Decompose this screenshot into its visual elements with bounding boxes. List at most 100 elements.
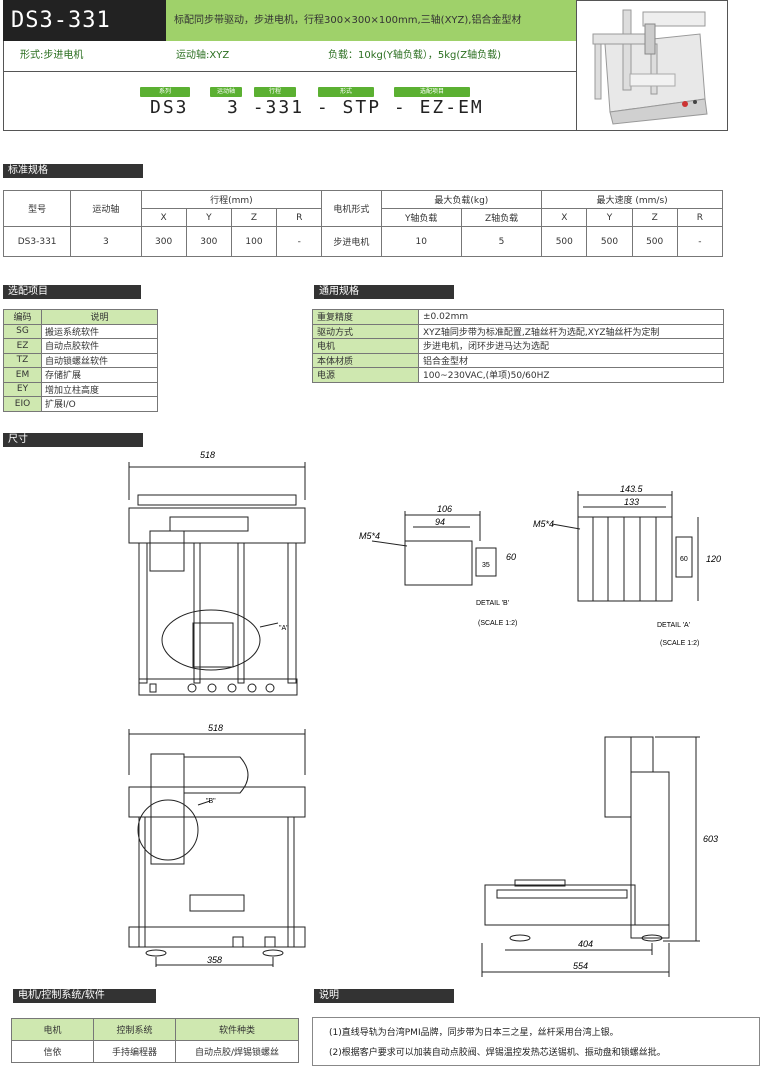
- detail-b-label: DETAIL 'B': [476, 600, 509, 607]
- header-cell: Z: [631, 208, 678, 227]
- header-cell: 控制系统: [93, 1018, 176, 1041]
- option-code: EM: [3, 367, 42, 383]
- table-cell: 信依: [11, 1040, 94, 1063]
- table-cell: 手持编程器: [93, 1040, 176, 1063]
- header-cell: Z轴负载: [460, 208, 543, 227]
- callout-b: "B": [206, 798, 216, 805]
- option-desc: 存储扩展: [41, 367, 158, 383]
- table-cell: 100: [230, 226, 278, 257]
- spec-value: ±0.02mm: [418, 309, 724, 325]
- dim-front-inner: 358: [207, 955, 222, 965]
- tag-stroke: 行程: [254, 87, 296, 97]
- section-title: 选配项目: [3, 285, 141, 299]
- section-title: 标准规格: [3, 164, 143, 178]
- spec-table: 型号 运动轴 行程(mm) 电机形式 最大负载(kg) 最大速度 (mm/s) …: [2, 190, 724, 257]
- header-cell: Y: [185, 208, 232, 227]
- option-code: EY: [3, 381, 42, 397]
- note-line: (2)根据客户要求可以加装自动点胶阀、焊锡温控发热芯送锡机、振动盘和锁螺丝批。: [329, 1048, 666, 1058]
- header-cell: 电机形式: [321, 190, 382, 227]
- header-cell: R: [276, 208, 323, 227]
- option-code: SG: [3, 323, 42, 339]
- header-cell: 行程(mm): [140, 190, 323, 209]
- dim-a-inner: 133: [624, 497, 639, 507]
- dim-b-outer: 106: [437, 504, 452, 514]
- table-cell: 500: [631, 226, 678, 257]
- note-line: (1)直线导轨为台湾PMI品牌，同步带为日本三之星，丝杆采用台湾上银。: [329, 1028, 619, 1038]
- header-cell: 最大负载(kg): [380, 190, 543, 209]
- form-label: 形式:步进电机: [20, 50, 84, 61]
- load-label: 负载：10kg(Y轴负载），5kg(Z轴负载): [328, 50, 502, 61]
- dim-b-h2: 60: [506, 552, 516, 562]
- dim-front-width: 518: [208, 723, 223, 733]
- spec-label: 电机: [312, 338, 419, 354]
- table-cell: 500: [541, 226, 588, 257]
- header-cell: 型号: [2, 190, 72, 227]
- axis-label: 运动轴:XYZ: [176, 50, 230, 61]
- dim-a-h2: 120: [706, 554, 721, 564]
- tag-options: 选配项目: [394, 87, 470, 97]
- option-desc: 增加立柱高度: [41, 381, 158, 397]
- dim-b-h1: 35: [482, 562, 490, 569]
- callout-a: "A": [279, 625, 289, 632]
- divider: [576, 0, 577, 131]
- spec-value: 100~230VAC,(单项)50/60HZ: [418, 367, 724, 383]
- section-title: 尺寸: [3, 433, 143, 447]
- dim-a-h1: 60: [680, 556, 688, 563]
- option-code: TZ: [3, 352, 42, 368]
- dim-a-hole: M5*4: [533, 519, 554, 529]
- detail-a-scale: (SCALE 1:2): [660, 640, 699, 647]
- dim-side-height: 603: [703, 834, 718, 844]
- header-cell: 软件种类: [175, 1018, 299, 1041]
- header-cell: 最大速度 (mm/s): [541, 190, 723, 209]
- dimension-drawings: 518 "A" 518 "B" 358 106 94 M5*4 35 60 DE…: [128, 450, 721, 977]
- detail-b-scale: (SCALE 1:2): [478, 620, 517, 627]
- table-cell: 300: [185, 226, 232, 257]
- option-code: EIO: [3, 396, 42, 412]
- header-cell: X: [541, 208, 588, 227]
- spec-label: 重复精度: [312, 309, 419, 325]
- spec-value: 铝合金型材: [418, 352, 724, 368]
- model-title: DS3-331: [3, 0, 166, 41]
- model-code: DS3 3 -331 - STP - EZ-EM: [150, 97, 484, 118]
- table-cell: 3: [70, 226, 142, 257]
- dim-side-depth: 404: [578, 939, 593, 949]
- option-desc: 自动锁螺丝软件: [41, 352, 158, 368]
- table-cell: 自动点胶/焊锡锁螺丝: [175, 1040, 299, 1063]
- dim-b-hole: M5*4: [359, 531, 380, 541]
- spec-value: XYZ轴同步带为标准配置,Z轴丝杆为选配,XYZ轴丝杆为定制: [418, 323, 724, 339]
- table-cell: -: [676, 226, 724, 257]
- motor-table: 电机 控制系统 软件种类 信依 手持编程器 自动点胶/焊锡锁螺丝: [11, 1018, 299, 1063]
- header-cell: Y: [586, 208, 633, 227]
- section-title: 电机/控制系统/软件: [13, 989, 156, 1003]
- tag-series: 系列: [140, 87, 190, 97]
- tag-form: 形式: [318, 87, 374, 97]
- option-desc: 扩展I/O: [41, 396, 158, 412]
- dim-side-total: 554: [573, 961, 588, 971]
- header-cell: 电机: [11, 1018, 94, 1041]
- spec-label: 驱动方式: [312, 323, 419, 339]
- header-cell: 说明: [41, 309, 158, 325]
- dim-a-outer: 143.5: [620, 484, 644, 494]
- section-title: 说明: [314, 989, 454, 1003]
- table-cell: 300: [140, 226, 187, 257]
- header-cell: 编码: [3, 309, 42, 325]
- spec-value: 步进电机，闭环步进马达为选配: [418, 338, 724, 354]
- dim-top-width: 518: [200, 450, 215, 460]
- header-cell: R: [676, 208, 724, 227]
- model-description: 标配同步带驱动，步进电机，行程300×300×100mm,三轴(XYZ),铝合金…: [166, 0, 576, 41]
- table-cell: 5: [460, 226, 543, 257]
- table-cell: -: [276, 226, 323, 257]
- tag-axis: 运动轴: [210, 87, 242, 97]
- spec-label: 本体材质: [312, 352, 419, 368]
- divider: [3, 71, 576, 72]
- option-code: EZ: [3, 338, 42, 354]
- detail-a-label: DETAIL 'A': [657, 622, 690, 629]
- table-cell: 10: [380, 226, 462, 257]
- header-cell: Z: [230, 208, 278, 227]
- spec-label: 电源: [312, 367, 419, 383]
- option-desc: 搬运系统软件: [41, 323, 158, 339]
- dim-b-inner: 94: [435, 517, 445, 527]
- option-desc: 自动点胶软件: [41, 338, 158, 354]
